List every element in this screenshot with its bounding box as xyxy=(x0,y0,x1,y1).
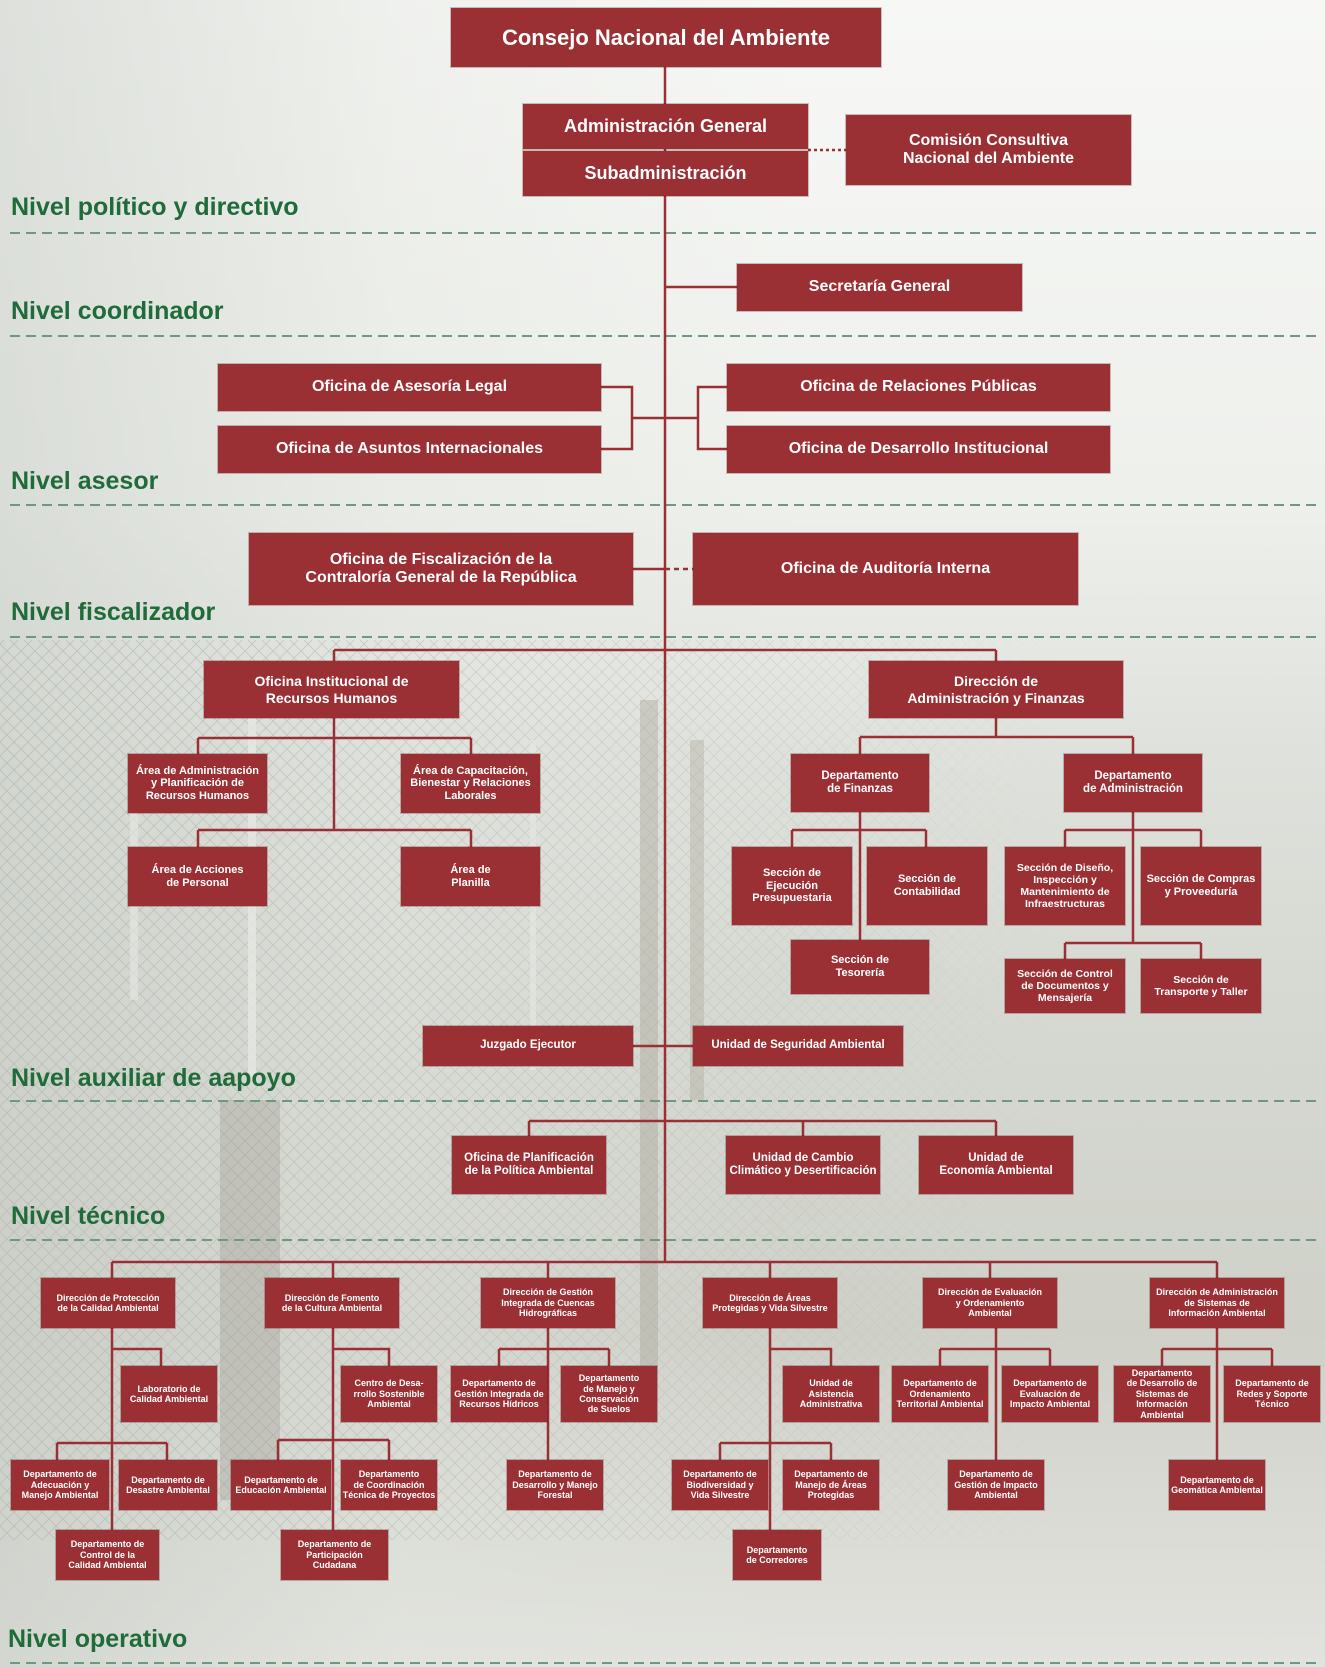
level-label-tecnico: Nivel técnico xyxy=(11,1202,166,1230)
node-departamento-finanzas: Departamento de Finanzas xyxy=(791,754,929,812)
node-administracion-finanzas: Dirección de Administración y Finanzas xyxy=(869,661,1123,718)
node-administracion-general: Administración General xyxy=(523,104,808,149)
level-label-asesor: Nivel asesor xyxy=(11,467,159,495)
node-fiscalizacion-contraloria: Oficina de Fiscalización de la Contralor… xyxy=(249,533,633,605)
node-area-planilla: Área de Planilla xyxy=(401,847,540,906)
node-area-acciones-personal: Área de Acciones de Personal xyxy=(128,847,267,906)
node-dir-proteccion: Dirección de Protección de la Calidad Am… xyxy=(41,1278,175,1328)
node-seccion-control-documentos: Sección de Control de Documentos y Mensa… xyxy=(1005,959,1125,1013)
node-depto-geomatica: Departamento de Geomática Ambiental xyxy=(1169,1460,1265,1510)
node-area-administracion-rrhh: Área de Administración y Planificación d… xyxy=(128,754,267,813)
node-depto-biodiversidad: Departamento de Biodiversidad y Vida Sil… xyxy=(672,1460,768,1510)
node-depto-educacion: Departamento de Educación Ambiental xyxy=(231,1460,331,1510)
node-depto-recursos-hidricos: Departamento de Gestión Integrada de Rec… xyxy=(451,1366,547,1422)
node-recursos-humanos: Oficina Institucional de Recursos Humano… xyxy=(204,661,459,718)
node-depto-desastre: Departamento de Desastre Ambiental xyxy=(119,1460,217,1510)
level-label-fiscalizador: Nivel fiscalizador xyxy=(11,598,216,626)
node-depto-gestion-impacto: Departamento de Gestión de Impacto Ambie… xyxy=(948,1460,1044,1510)
node-depto-manejo-areas: Departamento de Manejo de Áreas Protegid… xyxy=(783,1460,879,1510)
node-depto-coordinacion: Departamento de Coordinación Técnica de … xyxy=(341,1460,437,1510)
node-consejo: Consejo Nacional del Ambiente xyxy=(451,8,881,67)
node-depto-adecuacion: Departamento de Adecuación y Manejo Ambi… xyxy=(11,1460,109,1510)
node-asuntos-internacionales: Oficina de Asuntos Internacionales xyxy=(218,426,601,473)
node-dir-evaluacion: Dirección de Evaluación y Ordenamiento A… xyxy=(923,1278,1057,1328)
node-seccion-transporte: Sección de Transporte y Taller xyxy=(1141,959,1261,1013)
node-depto-participacion: Departamento de Participación Cudadana xyxy=(281,1530,388,1580)
node-depto-forestal: Departamento de Desarrollo y Manejo Fore… xyxy=(507,1460,603,1510)
node-area-capacitacion: Área de Capacitación, Bienestar y Relaci… xyxy=(401,754,540,813)
node-seccion-diseno: Sección de Diseño, Inspección y Mantenim… xyxy=(1005,847,1125,925)
node-dir-areas: Dirección de Áreas Protegidas y Vida Sil… xyxy=(703,1278,837,1328)
node-laboratorio-calidad: Laboratorio de Calidad Ambiental xyxy=(121,1366,217,1422)
node-relaciones-publicas: Oficina de Relaciones Públicas xyxy=(727,364,1110,411)
node-auditoria-interna: Oficina de Auditoría Interna xyxy=(693,533,1078,605)
node-cambio-climatico: Unidad de Cambio Climático y Desertifica… xyxy=(726,1136,880,1194)
node-centro-desarrollo: Centro de Desa- rrollo Sostenible Ambien… xyxy=(341,1366,437,1422)
node-seccion-ejecucion: Sección de Ejecución Presupuestaria xyxy=(732,847,852,925)
node-depto-ordenamiento: Departamento de Ordenamiento Territorial… xyxy=(892,1366,988,1422)
node-departamento-administracion: Departamento de Administración xyxy=(1064,754,1202,812)
node-planificacion-politica: Oficina de Planificación de la Política … xyxy=(452,1136,606,1194)
node-seccion-compras: Sección de Compras y Proveeduría xyxy=(1141,847,1261,925)
node-seccion-contabilidad: Sección de Contabilidad xyxy=(867,847,987,925)
node-unidad-seguridad: Unidad de Seguridad Ambiental xyxy=(693,1026,903,1066)
node-comision-consultiva: Comisión Consultiva Nacional del Ambient… xyxy=(846,115,1131,185)
level-label-coordinador: Nivel coordinador xyxy=(11,297,224,325)
node-dir-sistemas: Dirección de Administración de Sistemas … xyxy=(1150,1278,1284,1328)
node-depto-corredores: Departamento de Corredores xyxy=(733,1530,821,1580)
node-dir-cuencas: Dirección de Gestión Integrada de Cuenca… xyxy=(481,1278,615,1328)
level-label-auxiliar: Nivel auxiliar de aapoyo xyxy=(11,1064,296,1092)
node-economia-ambiental: Unidad de Economía Ambiental xyxy=(919,1136,1073,1194)
node-juzgado-ejecutor: Juzgado Ejecutor xyxy=(423,1026,633,1066)
node-unidad-asistencia: Unidad de Asistencia Administrativa xyxy=(783,1366,879,1422)
node-dir-fomento: Dirección de Fomento de la Cultura Ambie… xyxy=(265,1278,399,1328)
level-label-politico: Nivel político y directivo xyxy=(11,193,299,221)
node-depto-control-calidad: Departamento de Control de la Calidad Am… xyxy=(56,1530,159,1580)
node-depto-redes: Departamento de Redes y Soporte Técnico xyxy=(1224,1366,1320,1422)
node-asesoria-legal: Oficina de Asesoría Legal xyxy=(218,364,601,411)
node-depto-desarrollo-sistemas: Departamento de Desarrollo de Sistemas d… xyxy=(1114,1366,1210,1422)
node-subadministracion: Subadministración xyxy=(523,151,808,196)
node-depto-suelos: Departamento de Manejo y Conservación de… xyxy=(561,1366,657,1422)
node-depto-evaluacion-impacto: Departamento de Evaluación de Impacto Am… xyxy=(1002,1366,1098,1422)
node-seccion-tesoreria: Sección de Tesorería xyxy=(791,940,929,994)
level-label-operativo: Nivel operativo xyxy=(8,1625,188,1653)
node-secretaria-general: Secretaría General xyxy=(737,264,1022,311)
node-desarrollo-institucional: Oficina de Desarrollo Institucional xyxy=(727,426,1110,473)
